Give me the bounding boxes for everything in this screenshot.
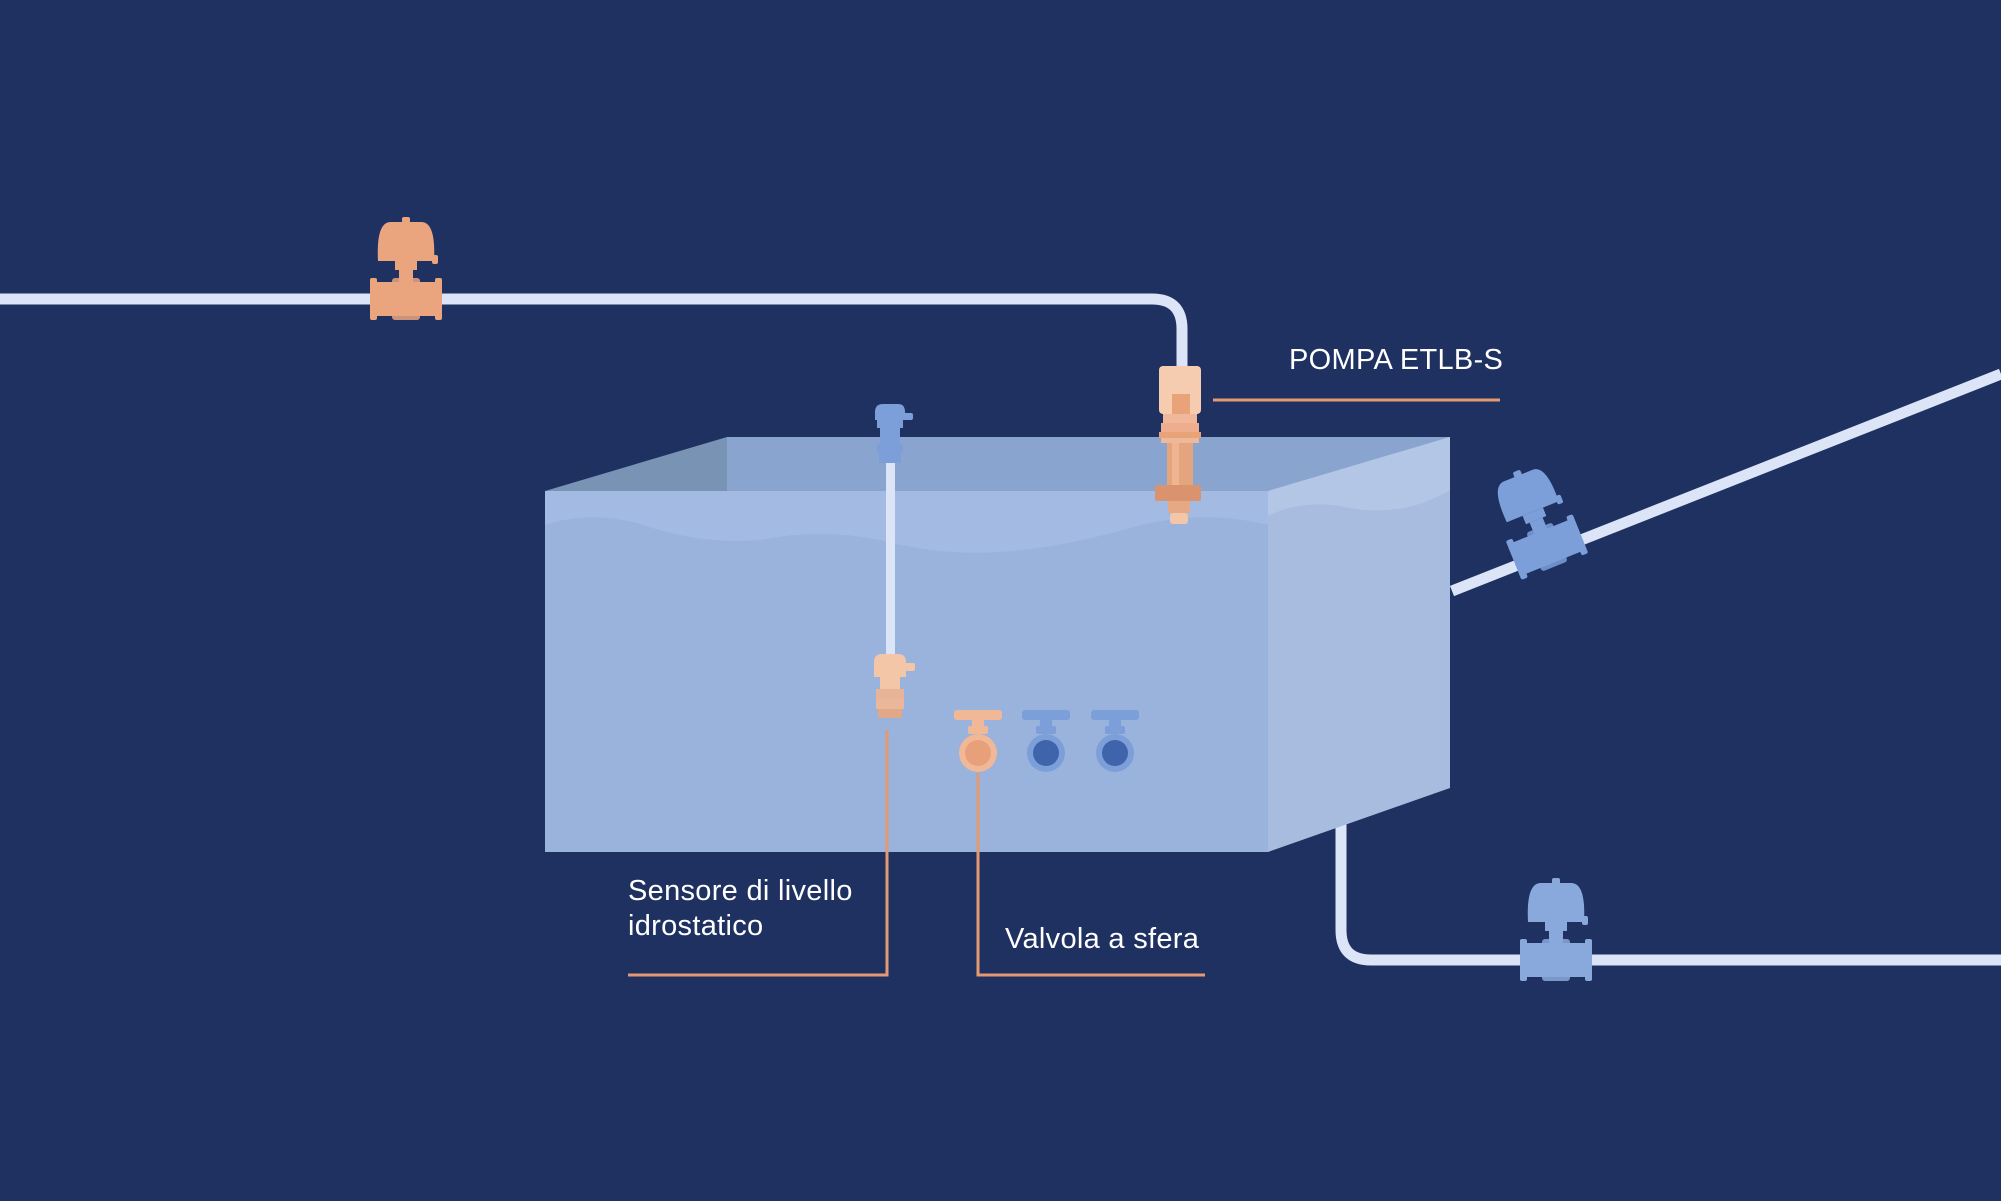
ball-valve-blue-2 [1091, 710, 1139, 772]
tank [545, 437, 1450, 852]
top-pipe [0, 293, 1188, 370]
valve-label: Valvola a sfera [1005, 923, 1200, 955]
water-side-surface [1268, 437, 1450, 516]
pump-icon [1155, 366, 1201, 524]
ball-valve-blue-1 [1022, 710, 1070, 772]
actuated-valve-right-icon [1482, 457, 1589, 580]
water-surface [545, 491, 1268, 553]
sensor-leader [628, 730, 889, 977]
actuated-valve-top-icon [370, 217, 442, 320]
pump-label: POMPA ETLB-S [1289, 344, 1504, 376]
level-sensor-icon [874, 404, 915, 718]
sensor-label-line1: Sensore di livello [628, 875, 853, 907]
valve-leader [976, 773, 1205, 977]
actuated-valve-bottom-icon [1520, 878, 1592, 981]
bottom-pipe [1335, 732, 2001, 966]
tank-front-wall [545, 491, 1268, 852]
tank-side-wall [1268, 437, 1450, 852]
ball-valve-orange [954, 710, 1002, 772]
sensor-label-line2: idrostatico [628, 910, 764, 942]
leader-lines [628, 398, 1500, 977]
